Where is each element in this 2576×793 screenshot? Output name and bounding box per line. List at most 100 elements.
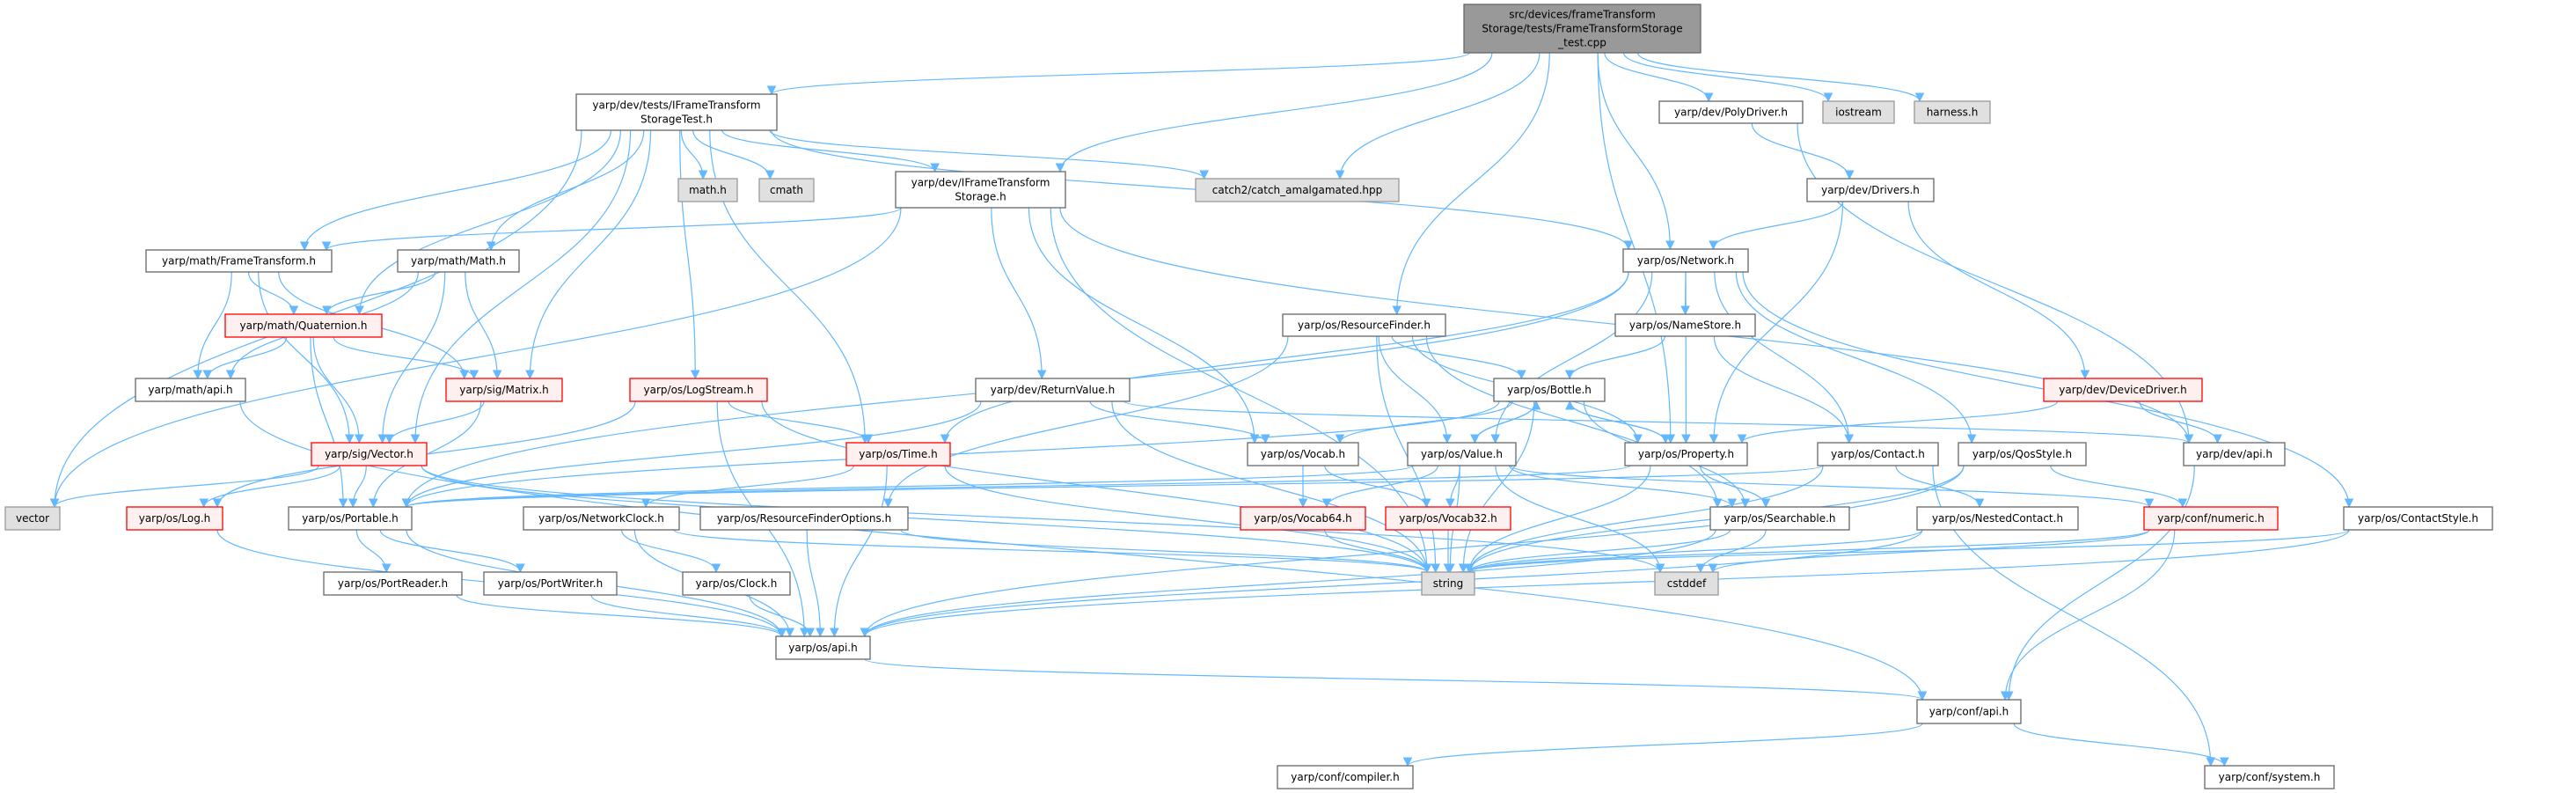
node-log[interactable]: yarp/os/Log.h xyxy=(126,506,223,531)
node-storagetest[interactable]: yarp/dev/tests/IFrameTransformStorageTes… xyxy=(575,93,778,131)
node-qosstyle[interactable]: yarp/os/QosStyle.h xyxy=(1958,442,2087,466)
node-logstream[interactable]: yarp/os/LogStream.h xyxy=(629,378,768,402)
node-string[interactable]: string xyxy=(1421,571,1475,596)
node-vocab32[interactable]: yarp/os/Vocab32.h xyxy=(1385,506,1511,531)
node-label: yarp/os/Vocab64.h xyxy=(1254,512,1352,525)
node-label: yarp/os/LogStream.h xyxy=(644,384,754,396)
edge-root-to-resourcefinder xyxy=(1392,52,1550,316)
node-devapi[interactable]: yarp/dev/api.h xyxy=(2183,442,2286,466)
edge-property-to-searchable xyxy=(1699,465,1771,509)
edge-confapi-to-compiler xyxy=(1402,723,1923,767)
edge-storagetest-to-iftstorage xyxy=(721,129,940,173)
edge-vocab64-to-string xyxy=(1324,529,1432,574)
node-harness[interactable]: harness.h xyxy=(1914,100,1991,124)
edge-network-to-value xyxy=(1490,271,1653,444)
node-portwriter[interactable]: yarp/os/PortWriter.h xyxy=(483,571,618,596)
node-root[interactable]: src/devices/frameTransformStorage/tests/… xyxy=(1463,4,1701,54)
node-mathh[interactable]: math.h xyxy=(677,178,738,202)
edge-network-to-qosstyle xyxy=(1735,271,1977,444)
node-polydriver[interactable]: yarp/dev/PolyDriver.h xyxy=(1658,100,1804,124)
node-label: yarp/os/Clock.h xyxy=(696,577,778,590)
node-time[interactable]: yarp/os/Time.h xyxy=(845,442,951,466)
node-label: yarp/os/Vocab.h xyxy=(1261,448,1345,460)
node-devicedriver[interactable]: yarp/dev/DeviceDriver.h xyxy=(2043,378,2203,402)
node-vector[interactable]: vector xyxy=(4,506,61,531)
node-mathmath[interactable]: yarp/math/Math.h xyxy=(397,249,520,273)
node-catch2[interactable]: catch2/catch_amalgamated.hpp xyxy=(1195,178,1400,202)
node-box xyxy=(311,442,428,466)
edge-storagetest-to-mathmath xyxy=(486,129,645,252)
node-label: vector xyxy=(16,512,49,525)
node-networkclock[interactable]: yarp/os/NetworkClock.h xyxy=(523,506,680,531)
node-vocab[interactable]: yarp/os/Vocab.h xyxy=(1247,442,1359,466)
node-network[interactable]: yarp/os/Network.h xyxy=(1622,248,1749,273)
node-mathapi[interactable]: yarp/math/api.h xyxy=(135,378,246,402)
node-searchable[interactable]: yarp/os/Searchable.h xyxy=(1709,506,1850,531)
edge-iftstorage-to-vocab xyxy=(1028,207,1260,444)
node-label: yarp/math/api.h xyxy=(148,384,232,396)
node-contact[interactable]: yarp/os/Contact.h xyxy=(1817,442,1939,466)
edge-mathmath-to-matrix xyxy=(465,271,502,380)
node-bottle[interactable]: yarp/os/Bottle.h xyxy=(1493,378,1606,402)
node-value[interactable]: yarp/os/Value.h xyxy=(1407,442,1517,466)
node-label: yarp/os/Contact.h xyxy=(1831,448,1925,460)
node-property[interactable]: yarp/os/Property.h xyxy=(1624,442,1748,466)
node-label: yarp/os/ContactStyle.h xyxy=(2358,512,2478,525)
edge-value-to-searchable xyxy=(1509,465,1738,509)
edge-contactstyle-to-osapi xyxy=(860,529,2350,638)
edge-returnvalue-to-portable xyxy=(401,400,982,509)
node-numeric[interactable]: yarp/conf/numeric.h xyxy=(2143,506,2279,531)
edge-devicedriver-to-devapi xyxy=(2139,400,2222,444)
edge-network-to-contact xyxy=(1714,271,1855,444)
node-label: yarp/sig/Matrix.h xyxy=(459,384,549,396)
node-box xyxy=(483,571,618,596)
node-compiler[interactable]: yarp/conf/compiler.h xyxy=(1277,765,1414,789)
node-returnvalue[interactable]: yarp/dev/ReturnValue.h xyxy=(975,378,1131,402)
edge-iftstorage-to-frametransform xyxy=(321,207,902,252)
edge-searchable-to-osapi xyxy=(860,529,1716,638)
edge-value-to-numeric xyxy=(1510,465,2155,509)
edge-qosstyle-to-osapi xyxy=(860,465,1965,638)
edge-storagetest-to-cmath xyxy=(692,129,775,180)
node-quaternion[interactable]: yarp/math/Quaternion.h xyxy=(224,313,383,338)
node-cmath[interactable]: cmath xyxy=(758,178,815,202)
node-cstddef[interactable]: cstddef xyxy=(1654,571,1719,596)
node-nestedcontact[interactable]: yarp/os/NestedContact.h xyxy=(1916,506,2079,531)
node-clock[interactable]: yarp/os/Clock.h xyxy=(682,571,791,596)
node-confapi[interactable]: yarp/conf/api.h xyxy=(1916,699,2022,724)
edge-root-to-iftstorage xyxy=(1055,52,1493,173)
edge-value-to-vocab64 xyxy=(1321,465,1439,509)
node-rfoptions[interactable]: yarp/os/ResourceFinderOptions.h xyxy=(699,506,909,531)
node-label: yarp/os/Log.h xyxy=(139,512,211,525)
node-vocab64[interactable]: yarp/os/Vocab64.h xyxy=(1240,506,1366,531)
node-system[interactable]: yarp/conf/system.h xyxy=(2204,765,2335,789)
node-box xyxy=(1493,378,1606,402)
node-label: yarp/os/PortReader.h xyxy=(338,577,448,590)
node-frametransform[interactable]: yarp/math/FrameTransform.h xyxy=(145,249,333,273)
node-portreader[interactable]: yarp/os/PortReader.h xyxy=(323,571,463,596)
node-osapi[interactable]: yarp/os/api.h xyxy=(775,635,871,660)
node-box xyxy=(1916,699,2022,724)
node-label: yarp/os/Value.h xyxy=(1421,448,1503,460)
edge-root-to-network xyxy=(1597,52,1675,251)
edge-searchable-to-string xyxy=(1464,529,1731,574)
node-box xyxy=(523,506,680,531)
node-iostream[interactable]: iostream xyxy=(1822,100,1895,124)
node-vectorh[interactable]: yarp/sig/Vector.h xyxy=(311,442,428,466)
node-box xyxy=(758,178,815,202)
node-label: Storage/tests/FrameTransformStorage xyxy=(1482,23,1682,35)
node-matrix[interactable]: yarp/sig/Matrix.h xyxy=(445,378,563,402)
node-label: Storage.h xyxy=(955,191,1006,203)
node-portable[interactable]: yarp/os/Portable.h xyxy=(288,506,413,531)
edge-quaternion-to-vectorh xyxy=(312,336,364,444)
node-contactstyle[interactable]: yarp/os/ContactStyle.h xyxy=(2343,506,2493,531)
node-namestore[interactable]: yarp/os/NameStore.h xyxy=(1614,313,1756,337)
node-resourcefinder[interactable]: yarp/os/ResourceFinder.h xyxy=(1282,313,1446,337)
edge-storagetest-to-logstream xyxy=(679,129,700,380)
edge-value-to-portable xyxy=(402,465,1414,509)
edge-resourcefinder-to-value xyxy=(1378,335,1453,444)
node-label: yarp/os/Searchable.h xyxy=(1723,512,1835,525)
node-drivers[interactable]: yarp/dev/Drivers.h xyxy=(1806,178,1935,202)
